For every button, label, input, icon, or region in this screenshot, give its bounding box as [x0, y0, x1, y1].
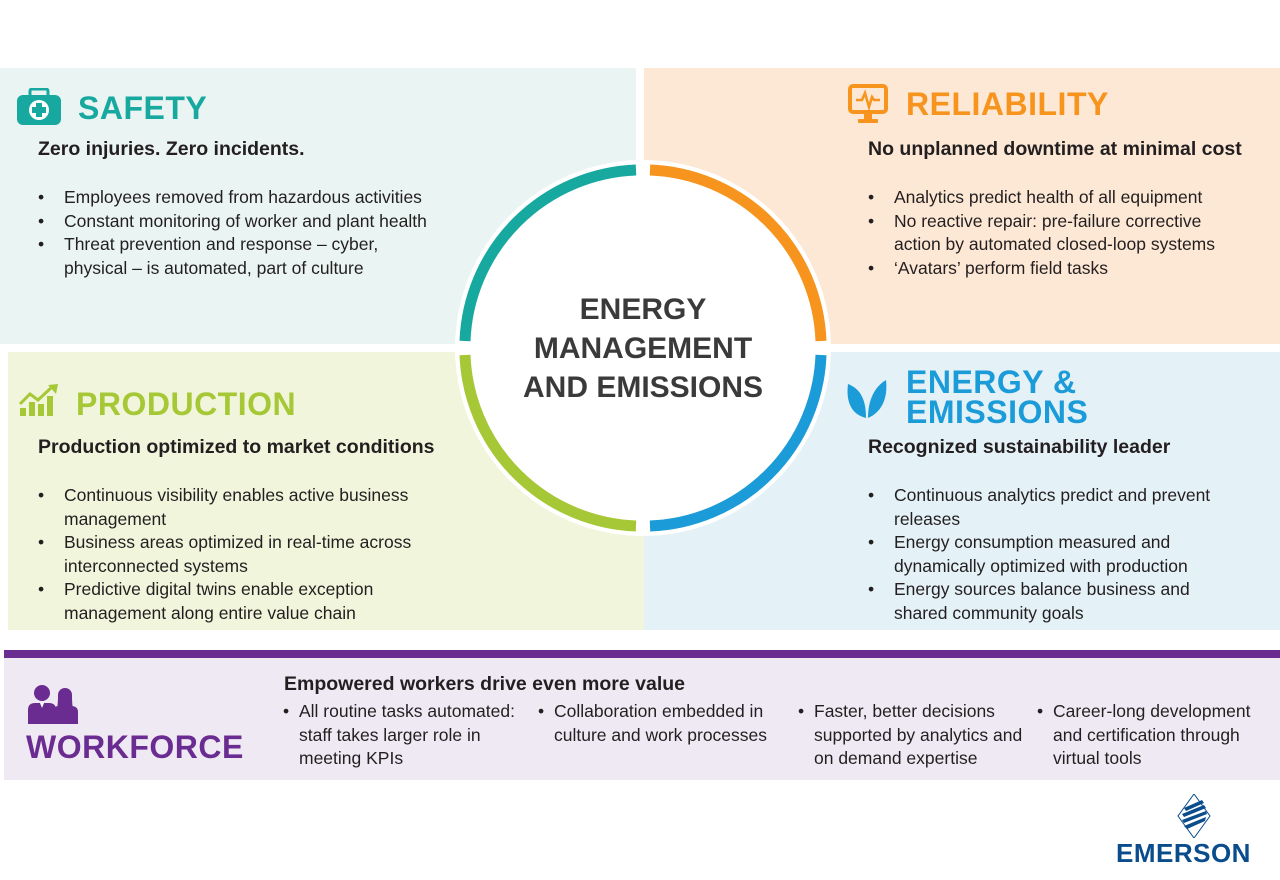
people-icon	[28, 685, 78, 724]
ring-arc-production	[459, 354, 637, 532]
emerson-brand-name: EMERSON	[1116, 838, 1251, 868]
center-circle: ENERGY MANAGEMENT AND EMISSIONS	[453, 158, 833, 538]
reliability-bullet-list: Analytics predict health of all equipmen…	[868, 186, 1248, 280]
production-subtitle: Production optimized to market condition…	[38, 436, 435, 458]
list-item: Constant monitoring of worker and plant …	[38, 210, 438, 234]
energy-subtitle: Recognized sustainability leader	[868, 436, 1171, 458]
center-title: ENERGY MANAGEMENT AND EMISSIONS	[522, 292, 764, 404]
workforce-bullet-2: Collaboration embedded in culture and wo…	[538, 700, 794, 747]
list-item: Predictive digital twins enable exceptio…	[38, 578, 448, 625]
list-item: Employees removed from hazardous activit…	[38, 186, 438, 210]
ring-arc-energy	[649, 354, 827, 532]
center-ring-graphic	[455, 160, 831, 536]
workforce-divider	[4, 650, 1280, 658]
workforce-bullet-4: Career-long development and certificatio…	[1037, 700, 1280, 771]
list-item: ‘Avatars’ perform field tasks	[868, 257, 1248, 281]
safety-subtitle: Zero injuries. Zero incidents.	[38, 138, 305, 160]
list-item: Continuous visibility enables active bus…	[38, 484, 448, 531]
list-item: Energy sources balance business and shar…	[868, 578, 1248, 625]
workforce-bullet-1: All routine tasks automated: staff takes…	[283, 700, 533, 771]
energy-title-line1: ENERGY &	[906, 364, 1077, 400]
list-item: Business areas optimized in real-time ac…	[38, 531, 448, 578]
emerson-logo-icon	[1177, 794, 1211, 838]
safety-title: SAFETY	[78, 90, 208, 126]
first-aid-kit-icon	[17, 88, 61, 125]
reliability-subtitle: No unplanned downtime at minimal cost	[868, 138, 1242, 160]
reliability-title: RELIABILITY	[906, 86, 1109, 122]
energy-title-line2: EMISSIONS	[906, 394, 1089, 430]
list-item: Energy consumption measured and dynamica…	[868, 531, 1248, 578]
ring-arc-safety	[459, 164, 637, 342]
monitor-heartbeat-icon	[848, 84, 888, 123]
growth-chart-icon	[18, 384, 58, 416]
list-item: Continuous analytics predict and prevent…	[868, 484, 1248, 531]
workforce-title: WORKFORCE	[26, 729, 244, 765]
ring-arc-reliability	[649, 164, 827, 342]
workforce-subtitle: Empowered workers drive even more value	[284, 673, 686, 695]
leaf-icon	[847, 380, 887, 418]
safety-bullet-list: Employees removed from hazardous activit…	[38, 186, 438, 280]
production-bullet-list: Continuous visibility enables active bus…	[38, 484, 448, 625]
workforce-bullet-3: Faster, better decisions supported by an…	[798, 700, 1036, 771]
list-item: Analytics predict health of all equipmen…	[868, 186, 1248, 210]
production-title: PRODUCTION	[76, 386, 297, 422]
energy-bullet-list: Continuous analytics predict and prevent…	[868, 484, 1248, 625]
list-item: Threat prevention and response – cyber, …	[38, 233, 438, 280]
list-item: No reactive repair: pre-failure correcti…	[868, 210, 1248, 257]
